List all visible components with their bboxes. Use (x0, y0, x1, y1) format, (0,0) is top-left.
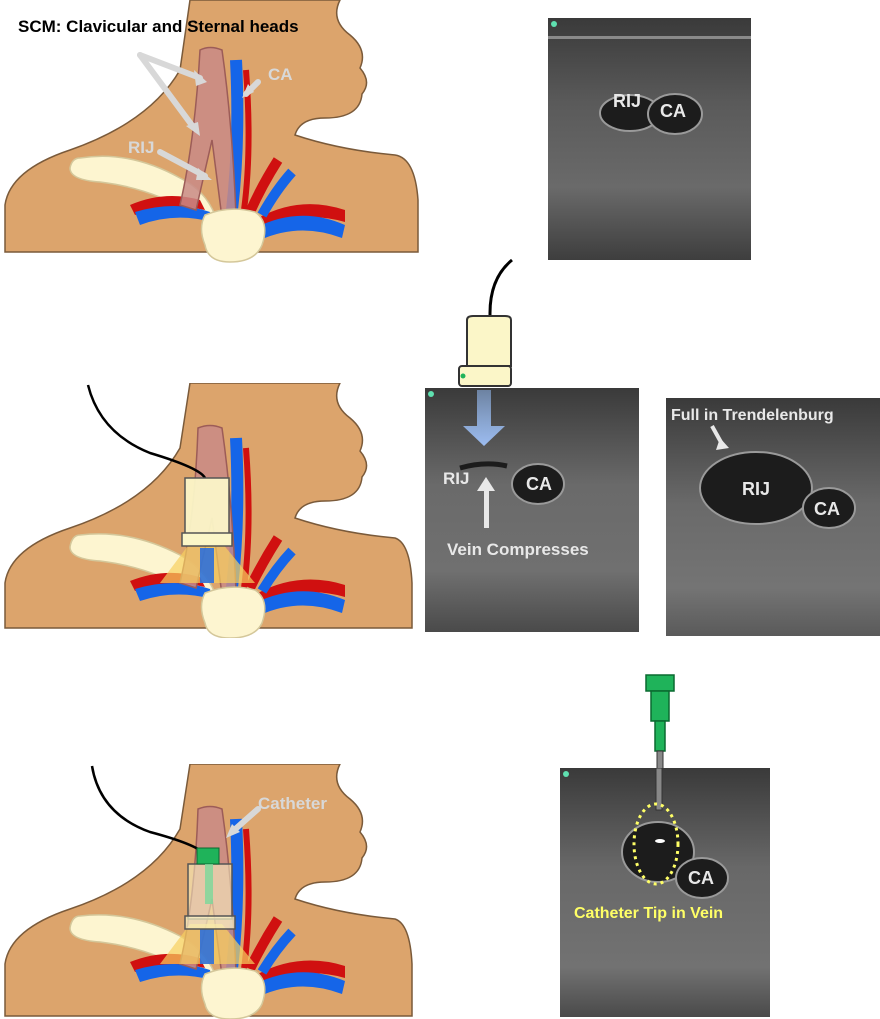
catheter-needle (205, 864, 213, 904)
needle-hub (646, 675, 674, 691)
neck-anatomy-diagram-1: SCM: Clavicular and Sternal heads CA RIJ (0, 0, 420, 265)
us-rij-label: RIJ (742, 479, 770, 499)
sternum (202, 209, 265, 262)
us-rij-label: RIJ (443, 469, 469, 488)
catheter-label: Catheter (258, 794, 327, 813)
us-ca-label: CA (660, 101, 686, 121)
ca-label: CA (268, 65, 293, 84)
us-ca-label: CA (688, 868, 714, 888)
vein-compresses-label: Vein Compresses (447, 540, 589, 559)
ultrasound-probe (185, 478, 229, 536)
ultrasound-image-2-compression: RIJ CA Vein Compresses (425, 388, 639, 632)
us-ca-label: CA (526, 474, 552, 494)
rij-label: RIJ (128, 138, 154, 157)
ultrasound-image-3-trendelenburg: Full in Trendelenburg RIJ CA (666, 398, 880, 636)
us-ca-label: CA (814, 499, 840, 519)
neck-anatomy-diagram-3: Catheter (0, 764, 420, 1019)
catheter-tip-label: Catheter Tip in Vein (574, 905, 723, 922)
us-rij-label: RIJ (613, 91, 641, 111)
needle-hub (197, 848, 219, 864)
neck-anatomy-diagram-2 (0, 383, 420, 638)
sternum (202, 587, 265, 638)
ultrasound-image-1: RIJ CA (548, 18, 751, 260)
ultrasound-image-4-catheter: CA Catheter Tip in Vein (560, 768, 770, 1017)
transducer-probe (467, 316, 511, 366)
probe-above-ultrasound (455, 258, 515, 390)
scm-title: SCM: Clavicular and Sternal heads (18, 17, 299, 36)
full-trendelenburg-label: Full in Trendelenburg (671, 407, 834, 424)
